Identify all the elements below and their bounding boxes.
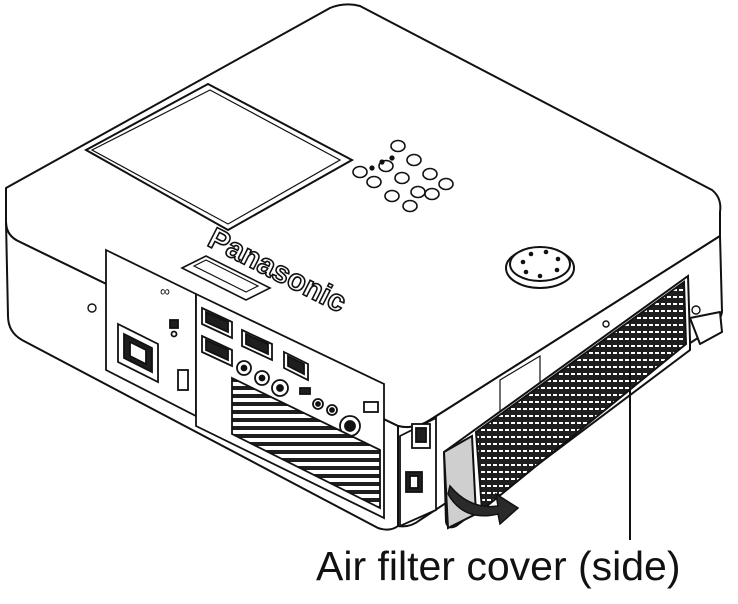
svg-text:∞: ∞	[160, 283, 170, 299]
figure-caption: Air filter cover (side)	[316, 543, 681, 589]
control-button	[384, 189, 400, 203]
vent-grille	[231, 376, 381, 510]
top-cover-panel	[83, 82, 355, 232]
control-button	[352, 165, 368, 179]
control-button	[438, 177, 454, 191]
side-screws	[87, 303, 701, 328]
open-arrow	[447, 484, 520, 526]
lock-icon: ∞	[160, 283, 179, 338]
control-button	[402, 199, 418, 213]
control-button	[390, 139, 406, 153]
rgb-port	[201, 306, 309, 382]
connector-panel: ∞	[105, 248, 385, 520]
control-button	[394, 171, 410, 185]
focus-zoom-dial	[505, 246, 575, 289]
control-buttons	[352, 139, 454, 213]
side-housing	[399, 354, 541, 528]
power-inlet	[117, 322, 159, 384]
control-button	[410, 185, 426, 199]
indicator-led	[389, 155, 395, 161]
control-button	[422, 167, 438, 181]
control-button	[424, 187, 440, 201]
air-filter-cover	[442, 274, 691, 530]
control-button	[366, 175, 382, 189]
control-button	[406, 153, 422, 167]
indicator-led	[369, 165, 375, 171]
indicator-led	[379, 159, 385, 165]
